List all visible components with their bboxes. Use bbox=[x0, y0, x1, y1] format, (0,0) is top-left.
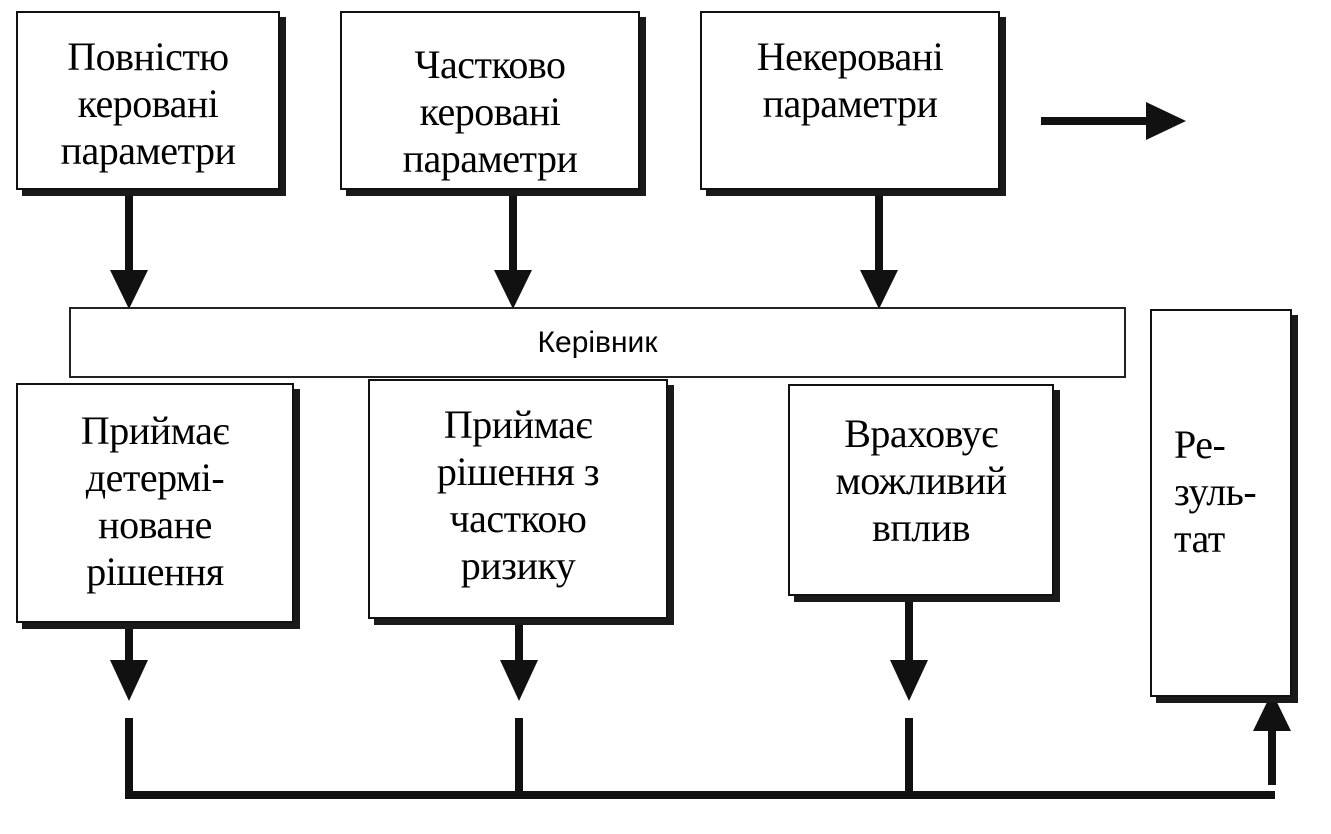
box-text-line: тат bbox=[1174, 516, 1225, 561]
box-text-line: зуль- bbox=[1174, 469, 1257, 514]
box-text-line: часткою bbox=[449, 496, 587, 541]
possible-impact-box: Враховує можливий вплив bbox=[788, 384, 1054, 596]
box-text-line: Ре- bbox=[1174, 422, 1226, 467]
arrowhead-uncontr-to-manager bbox=[860, 270, 898, 309]
arrowhead-right bbox=[1146, 102, 1186, 140]
box-text-line: Некеровані bbox=[756, 34, 944, 79]
arrowhead-to-result bbox=[1253, 692, 1291, 731]
risk-share-decision-box: Приймає рішення з часткою ризику bbox=[368, 379, 668, 619]
box-text-line: рішення bbox=[86, 549, 224, 594]
box-text-line: вплив bbox=[871, 505, 971, 550]
box-text-line: керовані bbox=[419, 89, 561, 134]
box-text-line: керовані bbox=[77, 81, 219, 126]
manager-label: Керівник bbox=[537, 325, 658, 359]
box-text-line: параметри bbox=[402, 136, 578, 181]
box-text-line: Приймає bbox=[443, 402, 593, 447]
box-text-line: Повністю bbox=[67, 34, 229, 79]
box-text-line: Враховує bbox=[844, 411, 998, 456]
result-box: Ре- зуль- тат bbox=[1150, 309, 1292, 697]
box-text-line: параметри bbox=[60, 128, 236, 173]
box-text-line: ризику bbox=[460, 543, 576, 588]
uncontrolled-params-box: Некеровані параметри bbox=[700, 11, 1000, 190]
box-text-line: новане bbox=[98, 502, 212, 547]
box-text-line: детермі- bbox=[85, 455, 225, 500]
box-text-line: Частково bbox=[414, 42, 567, 87]
arrowhead-risk-down bbox=[500, 660, 538, 701]
box-text-line: Приймає bbox=[80, 408, 230, 453]
box-text-line: можливий bbox=[835, 458, 1007, 503]
arrowhead-full-to-manager bbox=[110, 270, 148, 309]
box-text-line: параметри bbox=[762, 81, 938, 126]
partially-controlled-params-box: Частково керовані параметри bbox=[340, 11, 640, 190]
arrowhead-partial-to-manager bbox=[494, 270, 532, 309]
deterministic-decision-box: Приймає детермі- новане рішення bbox=[16, 383, 294, 623]
arrowhead-determ-down bbox=[110, 660, 148, 701]
fully-controlled-params-box: Повністю керовані параметри bbox=[16, 11, 280, 190]
manager-bar: Керівник bbox=[69, 307, 1126, 378]
arrowhead-account-down bbox=[890, 660, 928, 701]
box-text-line: рішення з bbox=[436, 449, 600, 494]
